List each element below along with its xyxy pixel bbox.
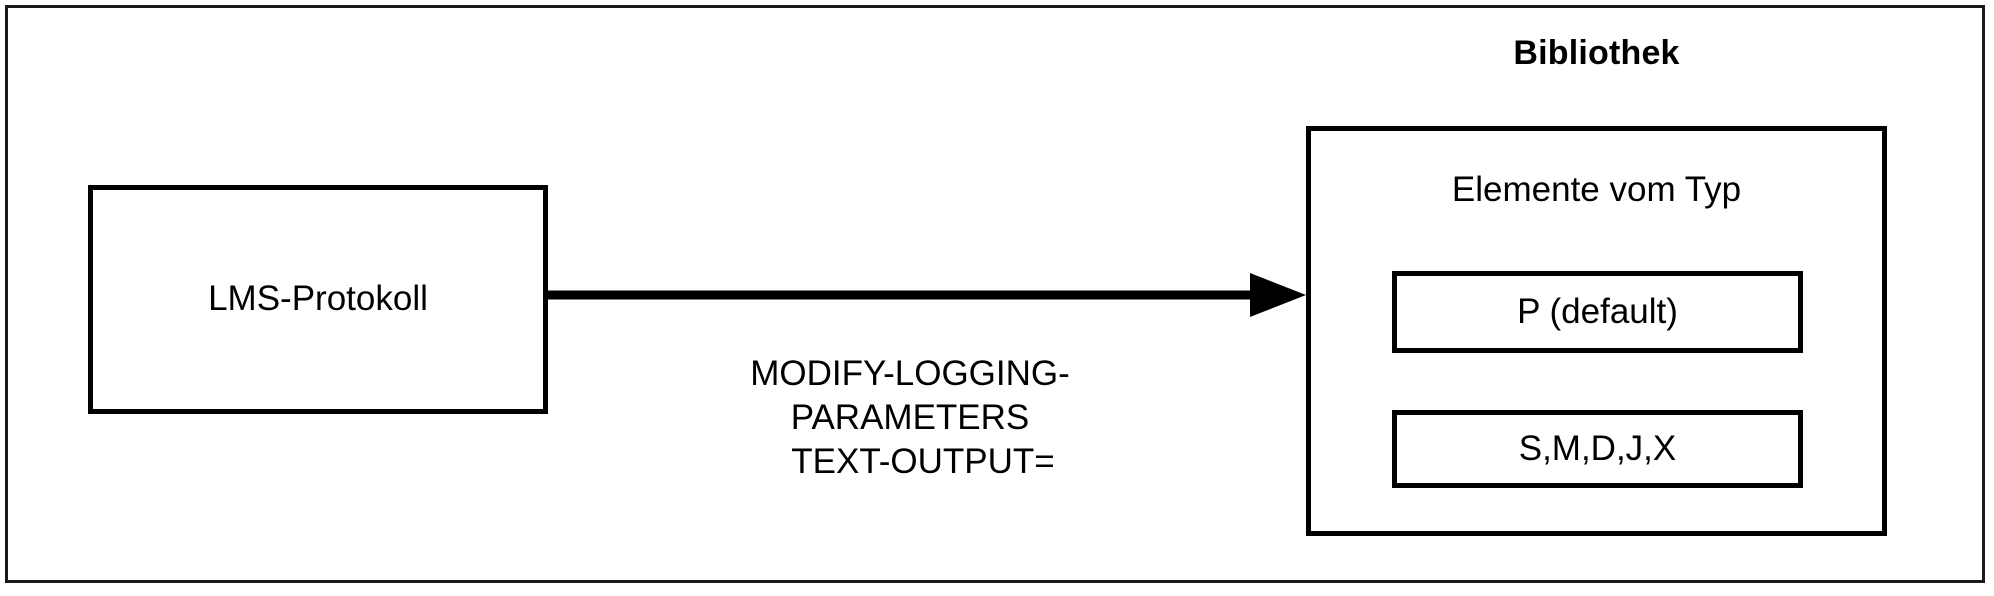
- node-lms-protokoll-label: LMS-Protokoll: [208, 279, 428, 319]
- library-heading: Elemente vom Typ: [1451, 170, 1742, 209]
- library-title: Bibliothek: [1513, 34, 1680, 72]
- edge-caption: MODIFY-LOGGING- PARAMETERS TEXT-OUTPUT=: [560, 352, 1260, 484]
- node-lms-protokoll[interactable]: LMS-Protokoll: [88, 185, 548, 414]
- library-element-default-label: P (default): [1517, 292, 1678, 331]
- edge-caption-line-3: TEXT-OUTPUT=: [791, 442, 1055, 481]
- library-element-types[interactable]: S,M,D,J,X: [1392, 410, 1803, 488]
- figure-border: [5, 5, 1985, 583]
- library-element-default[interactable]: P (default): [1392, 271, 1803, 353]
- edge-caption-line-1: MODIFY-LOGGING-: [750, 354, 1070, 393]
- library-element-types-label: S,M,D,J,X: [1518, 429, 1677, 468]
- edge-caption-line-2: PARAMETERS: [790, 398, 1030, 437]
